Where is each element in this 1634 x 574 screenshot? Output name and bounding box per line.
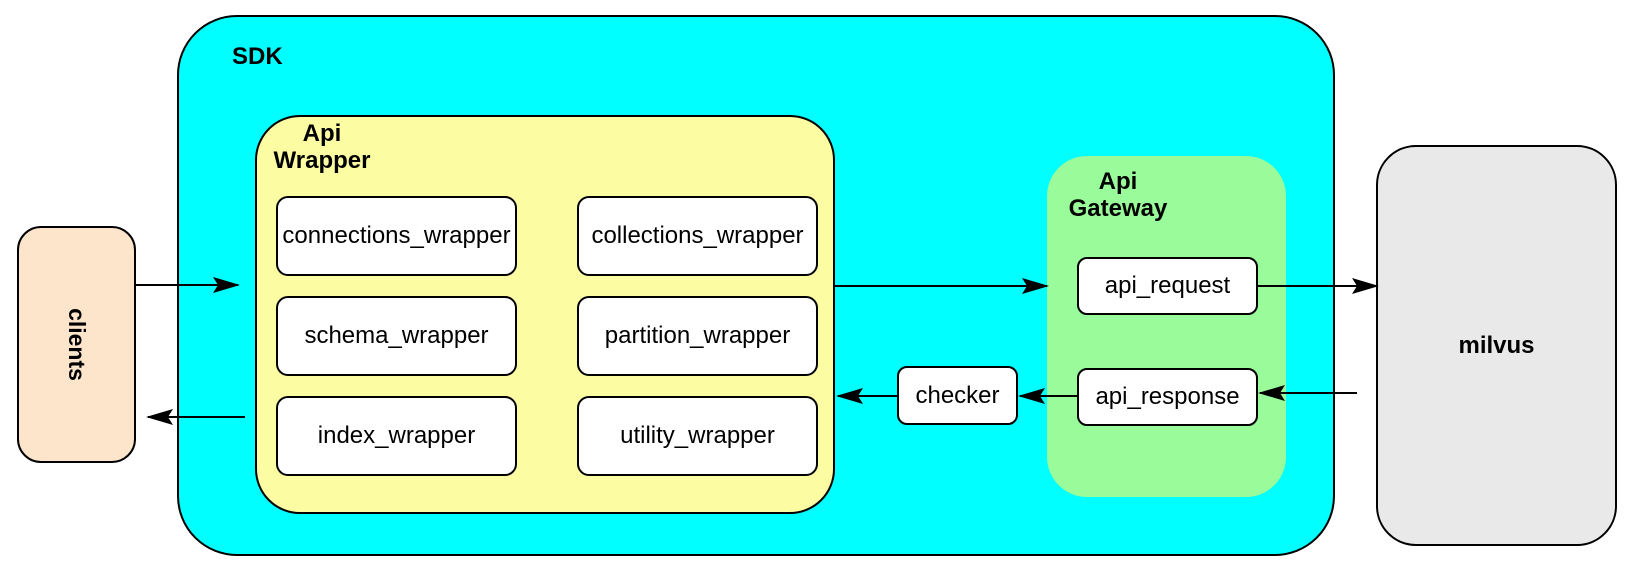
node-api-response: api_response (1077, 368, 1258, 426)
api-wrapper-label: Api Wrapper (272, 120, 372, 174)
api-gateway-label-line1: Api (1098, 168, 1138, 195)
node-api-request: api_request (1077, 257, 1258, 315)
connections-wrapper-label: connections_wrapper (282, 222, 511, 249)
collections-wrapper-label: collections_wrapper (591, 222, 804, 249)
api-wrapper-label-line2: Wrapper (273, 147, 371, 174)
node-index-wrapper: index_wrapper (276, 396, 517, 476)
node-collections-wrapper: collections_wrapper (577, 196, 818, 276)
node-connections-wrapper: connections_wrapper (276, 196, 517, 276)
api-response-label: api_response (1095, 383, 1240, 410)
index-wrapper-label: index_wrapper (317, 422, 476, 449)
node-schema-wrapper: schema_wrapper (276, 296, 517, 376)
api-gateway-label-line2: Gateway (1068, 195, 1168, 222)
clients-label: clients (64, 308, 90, 381)
api-request-label: api_request (1104, 272, 1231, 299)
api-gateway-container (1047, 156, 1286, 497)
node-utility-wrapper: utility_wrapper (577, 396, 818, 476)
clients-node: clients (17, 226, 136, 463)
schema-wrapper-label: schema_wrapper (304, 322, 489, 349)
sdk-label: SDK (232, 43, 283, 70)
api-gateway-label: Api Gateway (1068, 168, 1168, 222)
checker-label: checker (915, 381, 1000, 409)
node-partition-wrapper: partition_wrapper (577, 296, 818, 376)
milvus-label: milvus (1458, 331, 1535, 359)
partition-wrapper-label: partition_wrapper (604, 322, 791, 349)
checker-node: checker (897, 366, 1018, 425)
api-wrapper-label-line1: Api (302, 120, 342, 147)
milvus-node: milvus (1376, 145, 1617, 546)
utility-wrapper-label: utility_wrapper (620, 422, 775, 449)
